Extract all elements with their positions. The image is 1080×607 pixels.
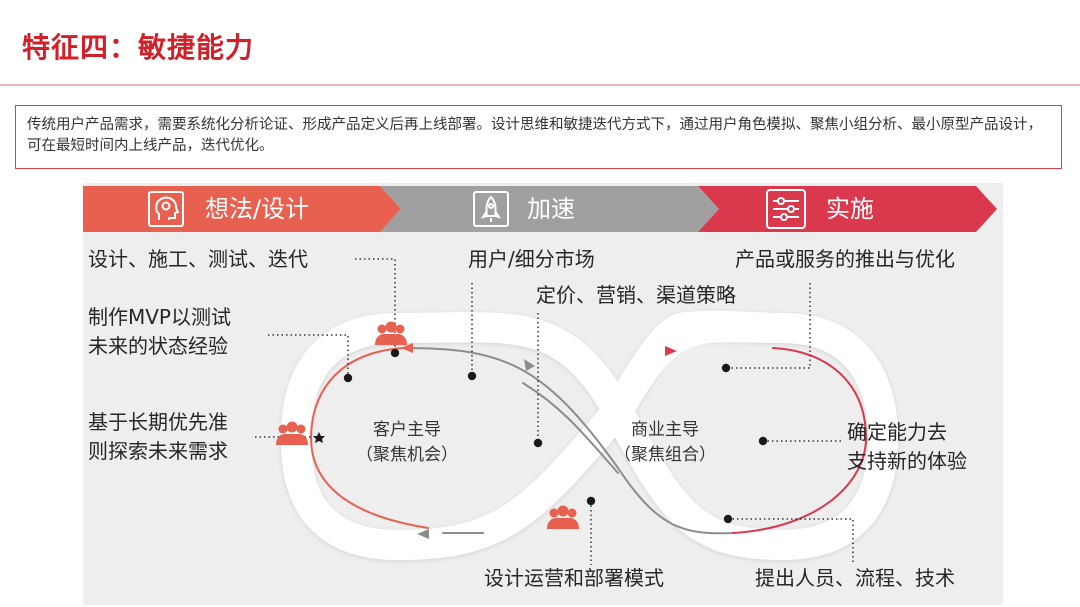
rocket-icon [473,191,509,227]
center-label-customer-line2: （聚焦机会） [356,445,458,465]
implement-arc [732,347,868,534]
node-pricing [533,438,543,448]
node-iterate [390,348,400,358]
node-market [467,371,477,381]
people-icon-top [375,321,407,345]
page-title: 特征四：敏捷能力 [22,31,255,64]
label-people: 提出人员、流程、技术 [755,566,955,590]
stage-label-accelerate: 加速 [527,195,575,223]
head-idea-icon [148,191,184,227]
people-icon-bottom [547,505,579,529]
design-arc [309,347,429,529]
label-iterate: 设计、施工、测试、迭代 [88,247,308,271]
label-mvp-line2: 未来的状态经验 [88,334,228,358]
label-launch: 产品或服务的推出与优化 [735,247,955,271]
people-icon-left [276,421,308,445]
crossing-path [522,382,619,474]
center-label-customer: 客户主导 （聚焦机会） [352,418,462,468]
label-priority-line1: 基于长期优先准 [88,410,228,434]
center-label-business: 商业主导 （聚焦组合） [610,418,720,468]
node-capability [758,436,768,446]
label-mvp-line1: 制作MVP以测试 [88,305,231,329]
settings-sliders-icon [766,189,806,229]
arrow-head-implement [665,346,677,356]
node-mvp [343,373,353,383]
label-priority-line2: 则探索未来需求 [88,439,228,463]
infinity-diagram [83,186,997,565]
stage-arrow-implement [698,186,997,232]
stage-label-design: 想法/设计 [205,195,310,223]
intro-text-box: 传统用户产品需求，需要系统化分析论证、形成产品定义后再上线部署。设计思维和敏捷迭… [15,105,1062,169]
stage-label-implement: 实施 [826,195,874,223]
arrow-head-lower [417,529,429,539]
label-pricing: 定价、营销、渠道策略 [536,283,736,307]
stage-arrow-accelerate [380,186,719,232]
center-label-customer-line1: 客户主导 [373,420,441,440]
node-people [723,514,733,524]
arrow-head-upper [524,359,535,371]
label-market: 用户/细分市场 [468,247,595,271]
arrow-head-design [401,343,413,353]
title-divider [0,84,1080,86]
center-label-business-line2: （聚焦组合） [614,445,716,465]
star-marker [313,432,325,443]
node-ops [586,496,596,506]
label-capability-line1: 确定能力去 [847,420,947,444]
label-ops: 设计运营和部署模式 [484,566,664,590]
center-label-business-line1: 商业主导 [631,420,699,440]
label-capability-line2: 支持新的体验 [847,449,967,473]
accelerate-path-upper [402,347,734,535]
node-launch [721,363,731,373]
